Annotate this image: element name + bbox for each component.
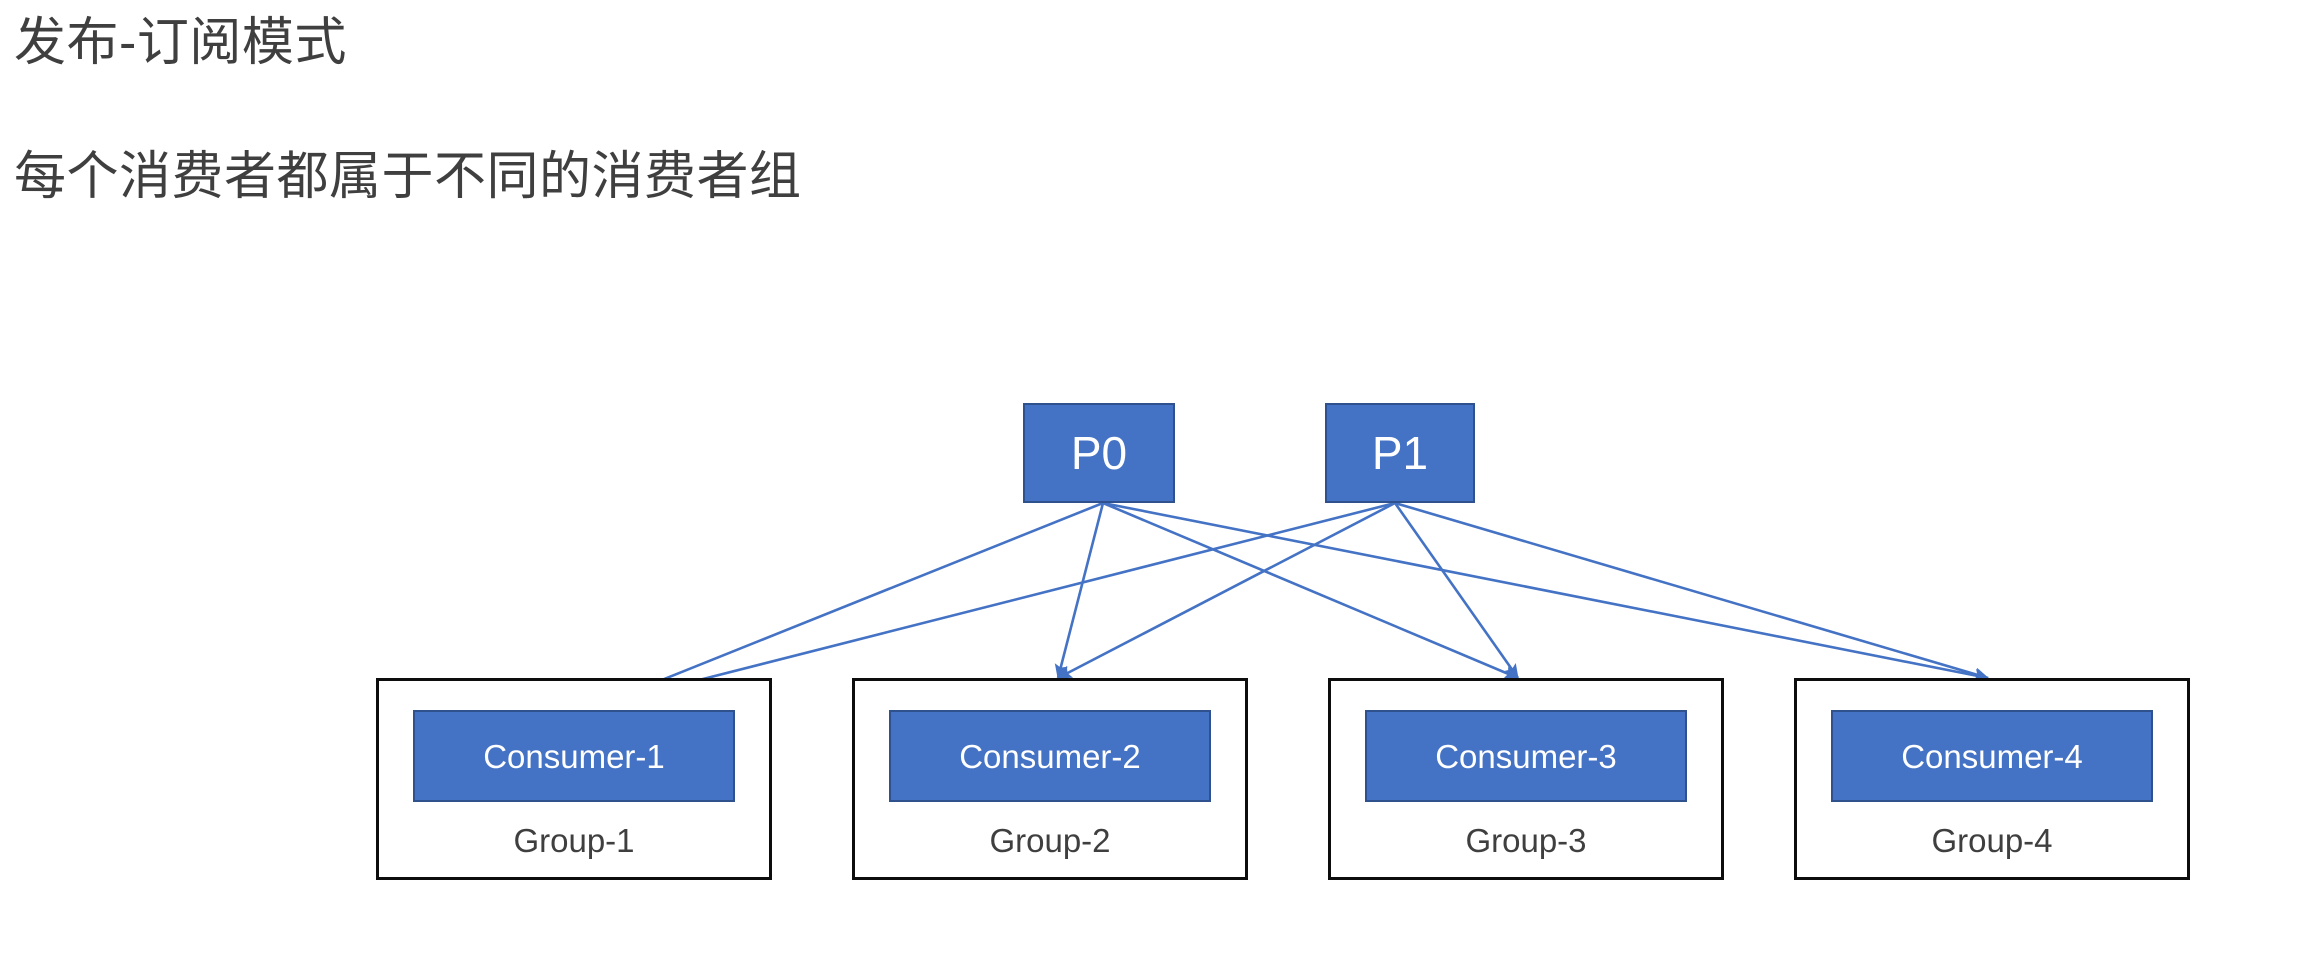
arrow-p1-to-consumer-3 <box>1393 502 1520 679</box>
page-subtitle: 每个消费者都属于不同的消费者组 <box>14 148 802 206</box>
producer-box-p1[interactable]: P1 <box>1325 403 1475 503</box>
arrow-p0-to-consumer-1 <box>596 501 1104 708</box>
group-label-1: Group-1 <box>513 822 635 859</box>
arrow-p1-to-consumer-2 <box>1057 501 1396 680</box>
arrow-p0-to-consumer-4 <box>1102 501 1990 683</box>
consumer-box-1[interactable]: Consumer-1 <box>413 710 735 802</box>
consumer-box-3[interactable]: Consumer-3 <box>1365 710 1687 802</box>
arrow-p0-to-consumer-2 <box>1054 502 1105 680</box>
arrow-p0-to-consumer-3 <box>1102 501 1519 680</box>
page-title: 发布-订阅模式 <box>14 14 347 72</box>
producer-box-p0[interactable]: P0 <box>1023 403 1175 503</box>
consumer-box-2[interactable]: Consumer-2 <box>889 710 1211 802</box>
arrow-p1-to-consumer-4 <box>1394 501 1989 681</box>
consumer-box-4[interactable]: Consumer-4 <box>1831 710 2153 802</box>
arrow-p1-to-consumer-1 <box>595 501 1396 710</box>
group-label-3: Group-3 <box>1465 822 1587 859</box>
group-label-2: Group-2 <box>989 822 1111 859</box>
group-label-4: Group-4 <box>1931 822 2053 859</box>
